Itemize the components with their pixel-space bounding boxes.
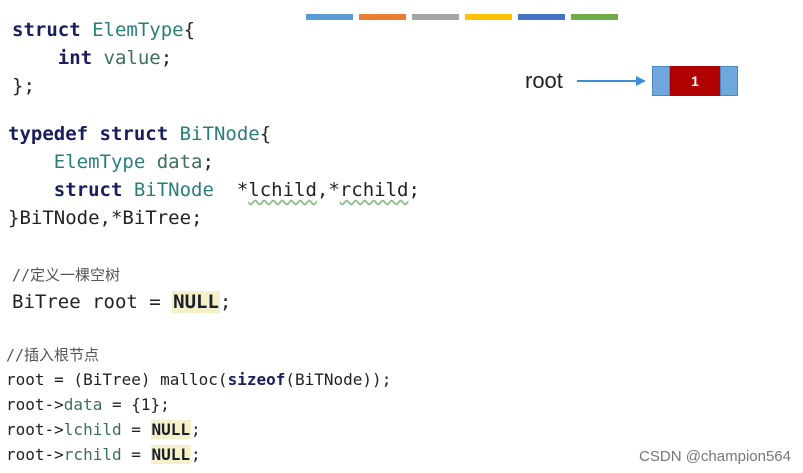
- keyword-int: int: [57, 47, 93, 69]
- field-rchild: rchild: [339, 179, 409, 201]
- semicolon: ;: [219, 291, 232, 313]
- semicolon: ;: [191, 420, 201, 439]
- code-line-root-data: root->data = {1};: [6, 392, 170, 417]
- field-data: data: [63, 395, 103, 414]
- keyword-struct: struct: [12, 19, 81, 41]
- field-value: value: [103, 47, 161, 69]
- null-highlight: NULL: [150, 445, 192, 464]
- null-highlight: NULL: [172, 291, 220, 313]
- keyword-sizeof: sizeof: [227, 370, 286, 389]
- code-line-root-lchild: root->lchild = NULL;: [6, 417, 201, 442]
- brace: {: [259, 123, 272, 145]
- code-line-struct-elemtype: struct ElemType{: [12, 16, 195, 44]
- type-bitnode: BiTNode: [179, 123, 260, 145]
- malloc-text: root = (BiTree) malloc(: [6, 370, 228, 389]
- malloc-suffix: (BiTNode));: [285, 370, 392, 389]
- code-comment-empty-tree: //定义一棵空树: [12, 260, 120, 289]
- null-highlight: NULL: [150, 420, 192, 439]
- pointer-star: *: [236, 179, 249, 201]
- root-decl-text: BiTree root =: [12, 291, 173, 313]
- comment-text: //定义一棵空树: [12, 266, 121, 284]
- pointer-star: *: [328, 179, 340, 201]
- palette-swatch: [465, 14, 512, 20]
- root-arrow: root->: [6, 395, 64, 414]
- watermark: CSDN @champion564: [639, 448, 791, 465]
- field-lchild: lchild: [248, 179, 317, 201]
- node-data-cell: 1: [670, 66, 720, 96]
- field-data: data: [156, 151, 203, 173]
- node-rchild-cell: [720, 66, 738, 96]
- comment-text: //插入根节点: [6, 346, 100, 364]
- close-brace: };: [12, 75, 35, 97]
- arrow-head-icon: [636, 76, 646, 86]
- semicolon: ;: [202, 151, 214, 173]
- root-arrow: root->: [6, 420, 64, 439]
- keyword-typedef: typedef: [8, 123, 89, 145]
- field-rchild: rchild: [63, 445, 122, 464]
- keyword-struct: struct: [99, 123, 169, 145]
- node-lchild-cell: [652, 66, 670, 96]
- semicolon: ;: [191, 445, 201, 464]
- type-bitnode: BiTNode: [133, 179, 214, 201]
- root-arrow: root->: [6, 445, 64, 464]
- tree-node: 1: [652, 66, 738, 96]
- code-line-close-struct: };: [12, 72, 35, 100]
- comma: ,: [316, 179, 329, 201]
- code-line-typedef: typedef struct BiTNode{: [8, 120, 271, 148]
- code-line-elemtype-data: ElemType data;: [8, 148, 214, 176]
- code-line-malloc: root = (BiTree) malloc(sizeof(BiTNode));: [6, 367, 391, 392]
- code-comment-insert-root: //插入根节点: [6, 342, 99, 368]
- palette-swatch: [306, 14, 353, 20]
- palette-swatch: [412, 14, 459, 20]
- root-pointer-label: root: [525, 68, 563, 93]
- palette-swatch: [359, 14, 406, 20]
- semicolon: ;: [160, 47, 173, 69]
- semicolon: ;: [408, 179, 420, 201]
- keyword-struct: struct: [53, 179, 123, 201]
- type-elemtype: ElemType: [53, 151, 146, 173]
- assign-text: = {1};: [102, 395, 170, 414]
- type-elemtype: ElemType: [92, 19, 184, 41]
- color-palette-strip: [306, 14, 624, 20]
- brace: {: [183, 19, 196, 41]
- palette-swatch: [571, 14, 618, 20]
- code-line-int-value: int value;: [12, 44, 172, 72]
- field-lchild: lchild: [63, 420, 122, 439]
- assign-text: =: [121, 420, 151, 439]
- code-line-close-typedef: }BiTNode,*BiTree;: [8, 204, 202, 232]
- code-line-root-decl: BiTree root = NULL;: [12, 288, 231, 316]
- code-line-root-rchild: root->rchild = NULL;: [6, 442, 201, 467]
- code-line-child-pointers: struct BiTNode *lchild,*rchild;: [8, 176, 420, 204]
- typedef-close: }BiTNode,*BiTree;: [8, 207, 203, 229]
- assign-text: =: [121, 445, 151, 464]
- root-arrow-line: [577, 80, 637, 82]
- palette-swatch: [518, 14, 565, 20]
